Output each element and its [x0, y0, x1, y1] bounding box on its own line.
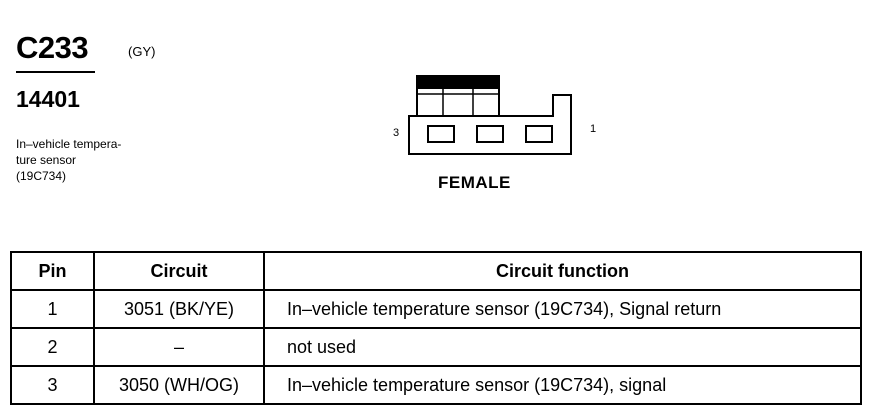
- cell-function: In–vehicle temperature sensor (19C734), …: [263, 365, 862, 405]
- cell-circuit: 3050 (WH/OG): [93, 365, 265, 405]
- cell-pin: 2: [10, 327, 95, 367]
- header-pin: Pin: [10, 251, 95, 291]
- pin-table: Pin Circuit Circuit function 1 3051 (BK/…: [10, 251, 862, 405]
- table-row: 1 3051 (BK/YE) In–vehicle temperature se…: [10, 289, 862, 329]
- description-line: In–vehicle tempera-: [16, 137, 122, 151]
- part-number: 14401: [16, 86, 80, 112]
- pin-label-left: 3: [393, 127, 400, 139]
- table-row: 3 3050 (WH/OG) In–vehicle temperature se…: [10, 365, 862, 405]
- header-circuit: Circuit: [93, 251, 265, 291]
- connector-lock-tab: [417, 76, 499, 89]
- description-line: (19C734): [16, 169, 67, 183]
- table-row: 2 – not used: [10, 327, 862, 367]
- component-description: In–vehicle tempera- ture sensor (19C734): [16, 136, 186, 184]
- pin-label-right: 1: [590, 123, 597, 135]
- description-line: ture sensor: [16, 153, 77, 167]
- cell-function: In–vehicle temperature sensor (19C734), …: [263, 289, 862, 329]
- cell-circuit: 3051 (BK/YE): [93, 289, 265, 329]
- table-header-row: Pin Circuit Circuit function: [10, 251, 862, 291]
- connector-face-diagram: [408, 75, 572, 155]
- cell-pin: 3: [10, 365, 95, 405]
- pin-cavity-3: [427, 125, 455, 143]
- connector-code: C233: [16, 30, 89, 65]
- cell-circuit: –: [93, 327, 265, 367]
- connector-color-code: (GY): [128, 44, 156, 59]
- cell-function: not used: [263, 327, 862, 367]
- cell-pin: 1: [10, 289, 95, 329]
- header-circuit-function: Circuit function: [263, 251, 862, 291]
- pin-cavity-1: [525, 125, 553, 143]
- pin-cavity-2: [476, 125, 504, 143]
- connector-gender-label: FEMALE: [438, 173, 511, 192]
- connector-body: [408, 94, 572, 155]
- connector-code-underline: [16, 71, 95, 73]
